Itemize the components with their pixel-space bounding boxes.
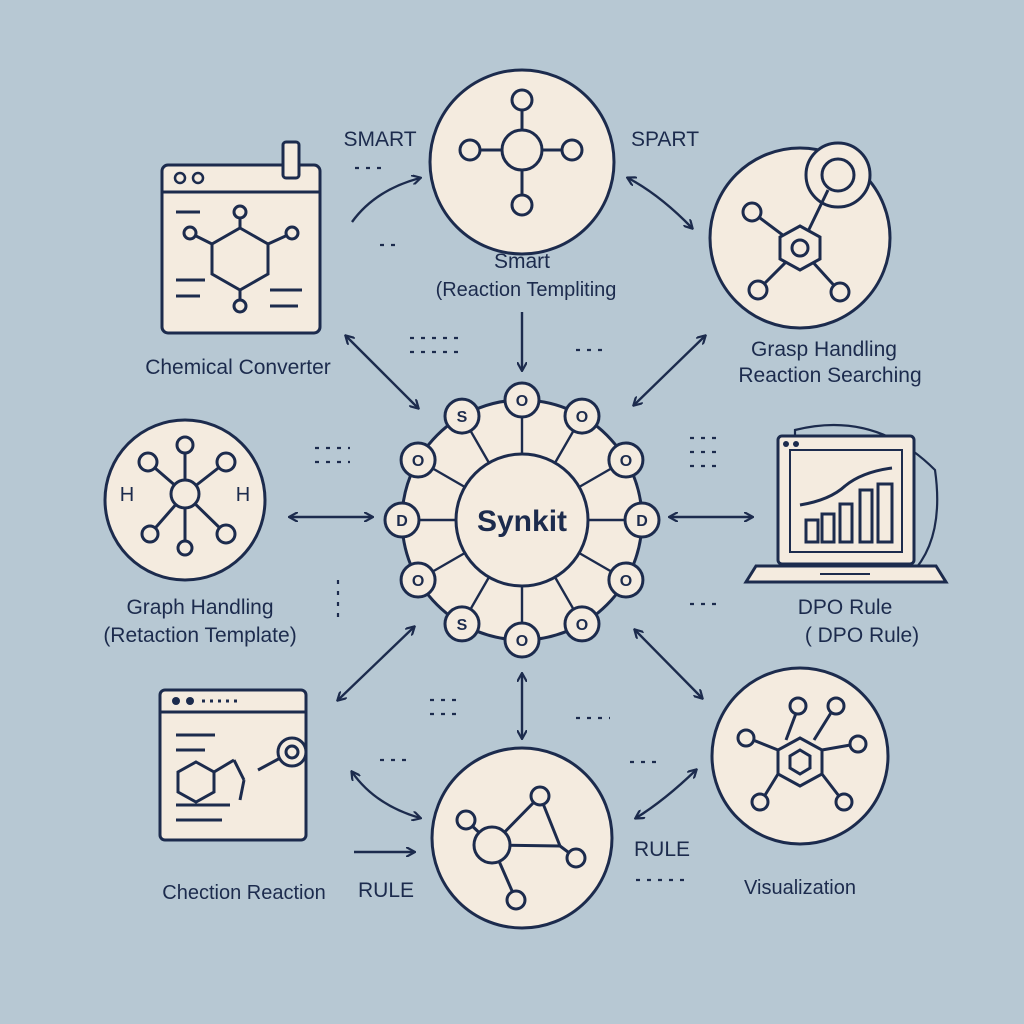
smart-caption: Smart	[494, 250, 550, 273]
arrow-top-to-top-right	[628, 178, 692, 228]
smart-label-right: SPART	[631, 128, 699, 151]
arrow-top-right-to-hub	[634, 336, 705, 405]
arrow-bottom-left-to-bottom	[352, 772, 420, 818]
chemical-converter-node: Chemical Converter	[145, 140, 331, 379]
hub-ring-letter: O	[576, 409, 588, 426]
graph-handling-subcaption: (Retaction Template)	[103, 624, 296, 647]
smart-label-left: SMART	[343, 128, 416, 151]
graph-handling-caption: Graph Handling	[126, 596, 273, 619]
atom-label-right: H	[236, 484, 250, 506]
hub-ring-node: O	[399, 441, 437, 479]
graph-handling-node: H H Graph Handling (Retaction Template)	[103, 418, 297, 647]
hub-ring-node: S	[443, 397, 481, 435]
molecule-node-icon	[458, 88, 584, 217]
rule-node: RULE	[430, 746, 690, 930]
browser-reaction-icon	[176, 733, 308, 822]
arrow-top-left-to-top	[351, 178, 420, 223]
graph-handling-search-node: Grasp Handling Reaction Searching	[708, 141, 922, 387]
hub-ring-node: O	[563, 397, 601, 435]
benzene-network-icon	[741, 157, 856, 303]
hub-ring-node: D	[623, 501, 661, 539]
laptop-chart-icon	[799, 466, 894, 544]
hub-ring-node: O	[399, 561, 437, 599]
chemical-converter-caption: Chemical Converter	[145, 356, 331, 379]
hub-ring-node: D	[383, 501, 421, 539]
smart-subcaption: (Reaction Templiting	[436, 279, 617, 301]
atom-graph-icon	[137, 435, 237, 557]
hub-ring-letter: O	[412, 573, 424, 590]
arrow-bottom-left-to-hub	[338, 627, 414, 700]
triangle-graph-icon	[455, 785, 587, 911]
dpo-rule-caption: DPO Rule	[798, 596, 893, 619]
arrow-bottom-right-to-hub	[635, 630, 702, 698]
dpo-rule-subcaption: ( DPO Rule)	[805, 624, 919, 647]
atom-label-left: H	[120, 484, 134, 506]
hub-ring-node: S	[443, 605, 481, 643]
hub-ring-node: O	[607, 441, 645, 479]
rule-label-left: RULE	[358, 879, 414, 902]
visualization-caption: Visualization	[744, 877, 856, 899]
hub-ring-letter: O	[576, 617, 588, 634]
hub-ring-letter: O	[620, 573, 632, 590]
hub-ring-letter: S	[457, 409, 468, 426]
hub-ring-letter: D	[396, 513, 408, 530]
hub-ring-letter: O	[412, 453, 424, 470]
browser-hexagon-icon	[176, 204, 302, 314]
hub-ring-letter: O	[620, 453, 632, 470]
arrow-bottom-to-bottom-right	[636, 770, 696, 818]
synkit-hub: O O O D O O O S O D O S Synkit	[383, 381, 661, 659]
hub-ring-node: O	[503, 621, 541, 659]
visualization-node: Visualization	[710, 666, 890, 899]
hub-ring-letter: O	[516, 633, 528, 650]
hub-title: Synkit	[477, 505, 567, 538]
dash-marks	[315, 166, 720, 882]
graph-handling-search-caption: Grasp Handling	[751, 338, 897, 361]
arrow-top-left-to-hub	[346, 336, 418, 408]
rule-label-right: RULE	[634, 838, 690, 861]
hub-ring-node: O	[607, 561, 645, 599]
hub-ring-letter: O	[516, 393, 528, 410]
chection-reaction-node: Chection Reaction RULE	[158, 688, 414, 904]
hub-ring-letter: S	[457, 617, 468, 634]
connectors	[290, 178, 752, 852]
hub-ring-letter: D	[636, 513, 648, 530]
hexagon-nodes-icon	[736, 696, 868, 812]
smart-node: SMART SPART Smart (Reaction Templiting	[343, 68, 699, 301]
hub-ring-node: O	[563, 605, 601, 643]
reaction-searching-caption: Reaction Searching	[738, 364, 921, 387]
hub-ring-node: O	[503, 381, 541, 419]
dpo-rule-node: DPO Rule ( DPO Rule)	[743, 423, 949, 647]
chection-reaction-caption: Chection Reaction	[162, 882, 325, 904]
